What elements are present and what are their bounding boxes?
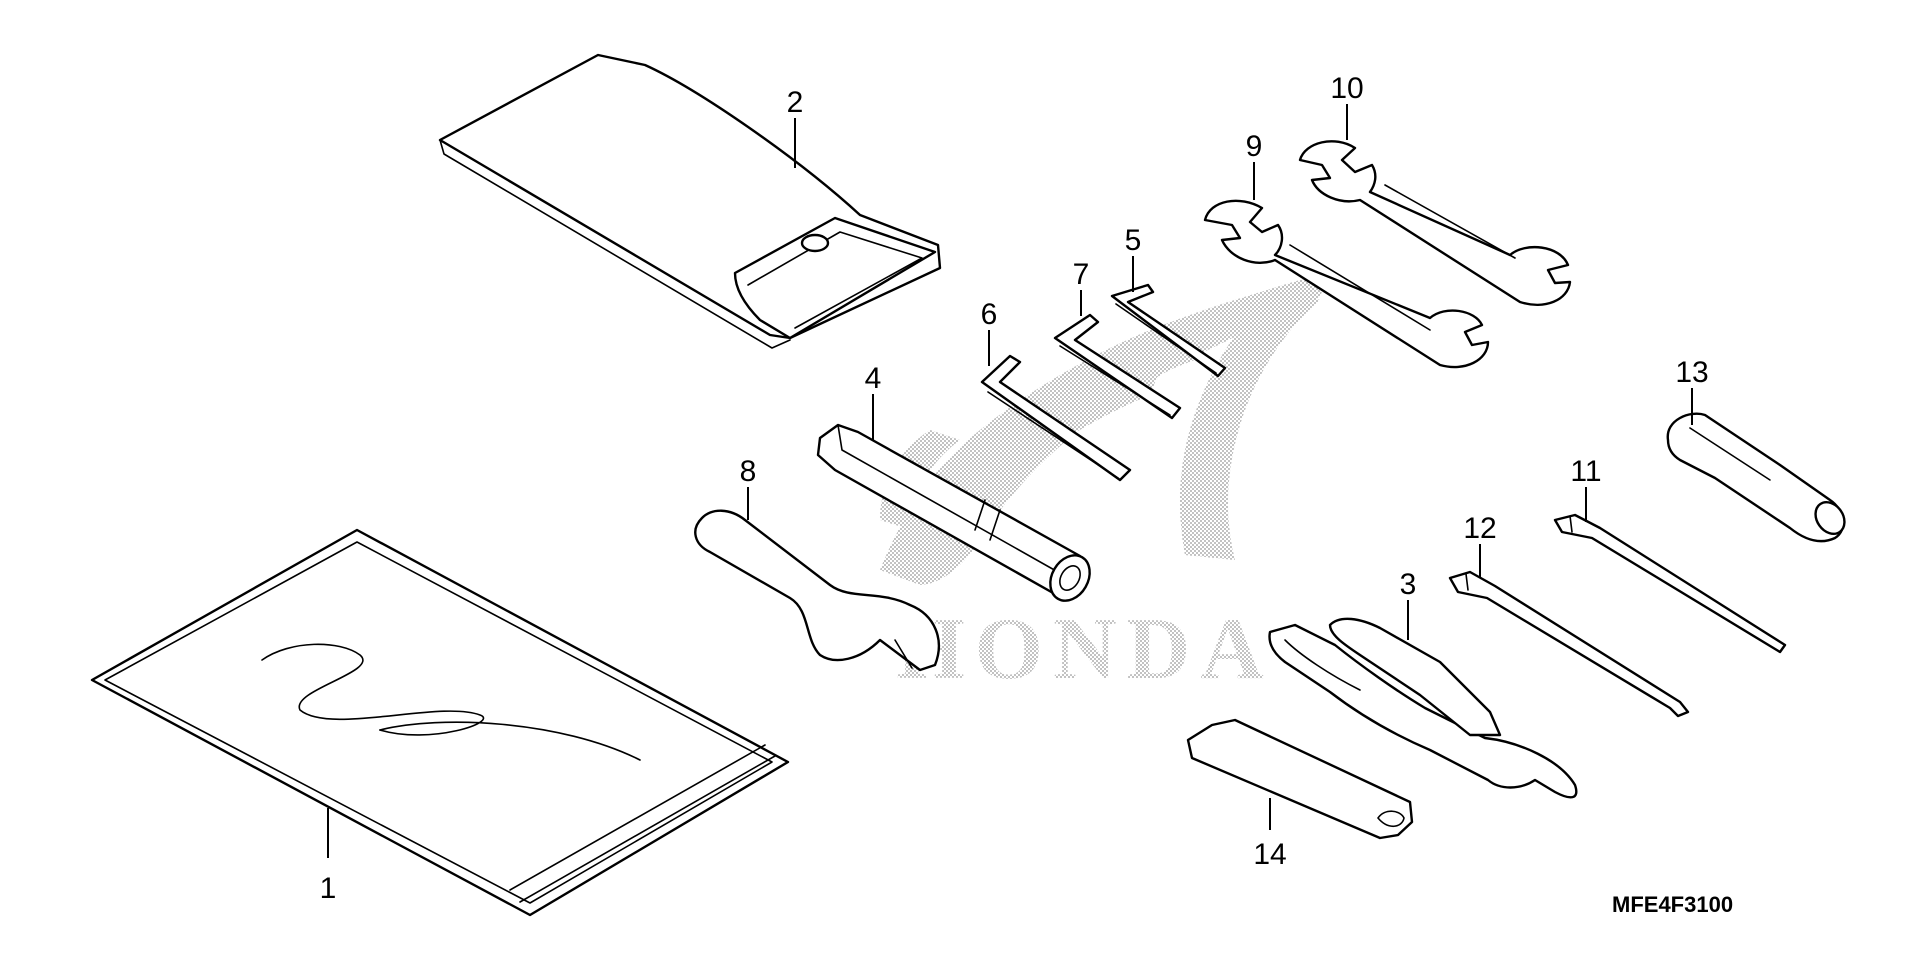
part-9-open-end-wrench [1203, 199, 1490, 369]
part-6-hex-key-large [980, 354, 1132, 482]
part-1-manual-pouch [90, 528, 790, 917]
part-7-hex-key-medium [1053, 313, 1182, 420]
part-3-pliers [1268, 617, 1578, 799]
part-11-screwdriver-phillips [1553, 513, 1787, 654]
part-12-screwdriver-flat [1448, 570, 1690, 718]
callout-2: 2 [787, 86, 804, 119]
callouts: 1 2 3 4 5 6 7 8 9 10 11 12 13 14 [320, 72, 1709, 905]
callout-12: 12 [1463, 512, 1496, 545]
callout-4: 4 [865, 362, 882, 395]
callout-1: 1 [320, 872, 337, 905]
callout-7: 7 [1073, 258, 1090, 291]
part-4-spark-plug-wrench [816, 423, 1091, 602]
callout-3: 3 [1400, 568, 1417, 601]
callout-10: 10 [1330, 72, 1363, 105]
callout-9: 9 [1246, 130, 1263, 163]
drawing-code: MFE4F3100 [1612, 892, 1733, 917]
callout-11: 11 [1570, 455, 1601, 488]
callout-8: 8 [740, 455, 757, 488]
svg-text:HONDA: HONDA [896, 601, 1274, 698]
callout-6: 6 [981, 298, 998, 331]
leader-lines [327, 104, 1693, 858]
part-2-tool-bag [438, 53, 942, 349]
part-10-open-end-wrench [1298, 140, 1572, 306]
part-8-pin-spanner [694, 509, 940, 672]
part-5-hex-key-small [1110, 283, 1227, 378]
honda-wordmark: HONDA [896, 601, 1274, 698]
part-13-screwdriver-handle [1666, 412, 1846, 543]
callout-14: 14 [1253, 838, 1286, 871]
part-14-grip-sleeve [1186, 718, 1414, 840]
callout-13: 13 [1675, 356, 1708, 389]
callout-5: 5 [1125, 224, 1142, 257]
